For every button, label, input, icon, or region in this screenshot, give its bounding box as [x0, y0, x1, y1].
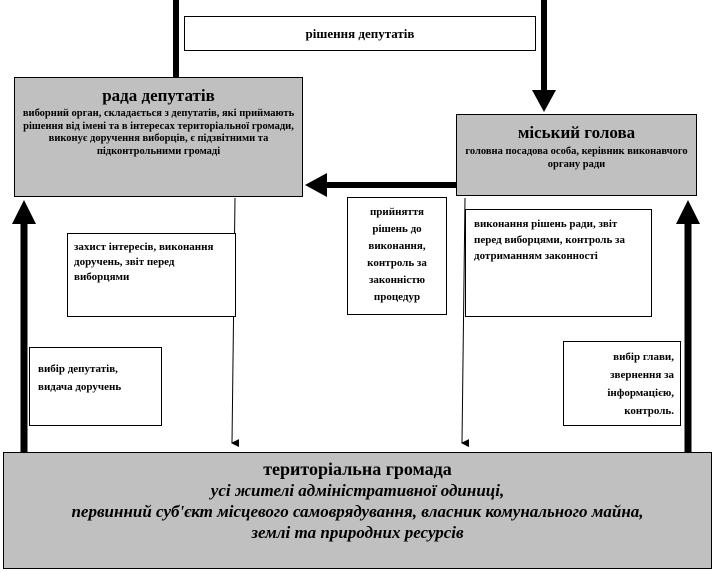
- mayor-box: міський голова головна посадова особа, к…: [456, 114, 697, 196]
- council-description: виборний орган, складається з депутатів,…: [22, 108, 295, 157]
- mayor-description: головна посадова особа, керівник виконав…: [465, 146, 688, 170]
- mayor-title: міський голова: [517, 123, 636, 142]
- decision-arrowhead-down: [532, 90, 556, 112]
- elect-mayor-arrowhead: [676, 200, 700, 224]
- elect-deputies-note: вибір депутатів, видача доручень: [29, 347, 162, 426]
- decisions-label: рішення депутатів: [305, 26, 415, 41]
- mayor-council-relation-note: прийняття рішень до виконання, контроль …: [347, 197, 447, 315]
- elect-mayor-note: вибір глави, звернення за інформацією, к…: [563, 341, 681, 426]
- community-box: територіальна громада усі жителі адмініс…: [3, 452, 712, 569]
- council-duties-note: захист інтересів, виконання доручень, зв…: [67, 233, 236, 317]
- council-title: рада депутатів: [102, 86, 215, 105]
- elect-mayor-text: вибір глави, звернення за інформацією, к…: [607, 351, 674, 417]
- mayor-to-council-arrowhead: [305, 173, 327, 197]
- mayor-to-community-line: [461, 197, 470, 448]
- elect-deputies-text: вибір депутатів, видача доручень: [38, 363, 122, 393]
- council-box: рада депутатів виборний орган, складаєть…: [14, 77, 303, 197]
- mayor-duties-text: виконання рішень ради, звіт перед виборц…: [474, 218, 625, 262]
- community-line-2: первинний суб'єкт місцевого самоврядуван…: [71, 502, 644, 521]
- mayor-duties-note: виконання рішень ради, звіт перед виборц…: [465, 209, 652, 317]
- mayor-council-relation-text: прийняття рішень до виконання, контроль …: [367, 206, 427, 303]
- decisions-label-box: рішення депутатів: [184, 16, 536, 51]
- community-title: територіальна громада: [263, 459, 452, 479]
- community-line-1: усі жителі адміністративної одиниці,: [210, 481, 505, 500]
- community-line-3: землі та природних ресурсів: [251, 523, 464, 542]
- council-duties-text: захист інтересів, виконання доручень, зв…: [74, 241, 214, 283]
- elect-council-arrowhead: [12, 200, 36, 224]
